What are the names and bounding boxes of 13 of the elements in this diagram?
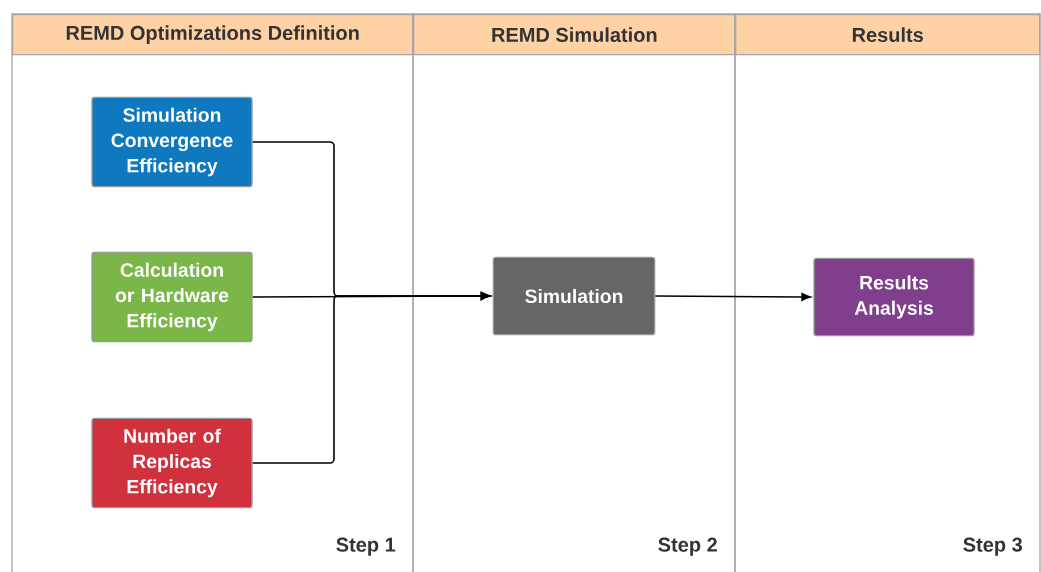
process-box: Number of Replicas Efficiency — [91, 417, 253, 509]
lane-header: Results — [735, 14, 1041, 56]
lane-header: REMD Simulation — [413, 14, 736, 56]
process-box: Calculation or Hardware Efficiency — [91, 251, 253, 343]
process-box: Results Analysis — [813, 257, 975, 337]
process-box: Simulation — [492, 256, 656, 336]
process-box: Simulation Convergence Efficiency — [91, 96, 253, 188]
step-label: Step 3 — [963, 537, 1022, 556]
step-label: Step 2 — [658, 537, 717, 556]
step-label: Step 1 — [336, 537, 396, 556]
arrow — [251, 291, 491, 464]
lane-header: REMD Optimizations Definition — [12, 14, 414, 56]
arrow — [654, 292, 811, 301]
